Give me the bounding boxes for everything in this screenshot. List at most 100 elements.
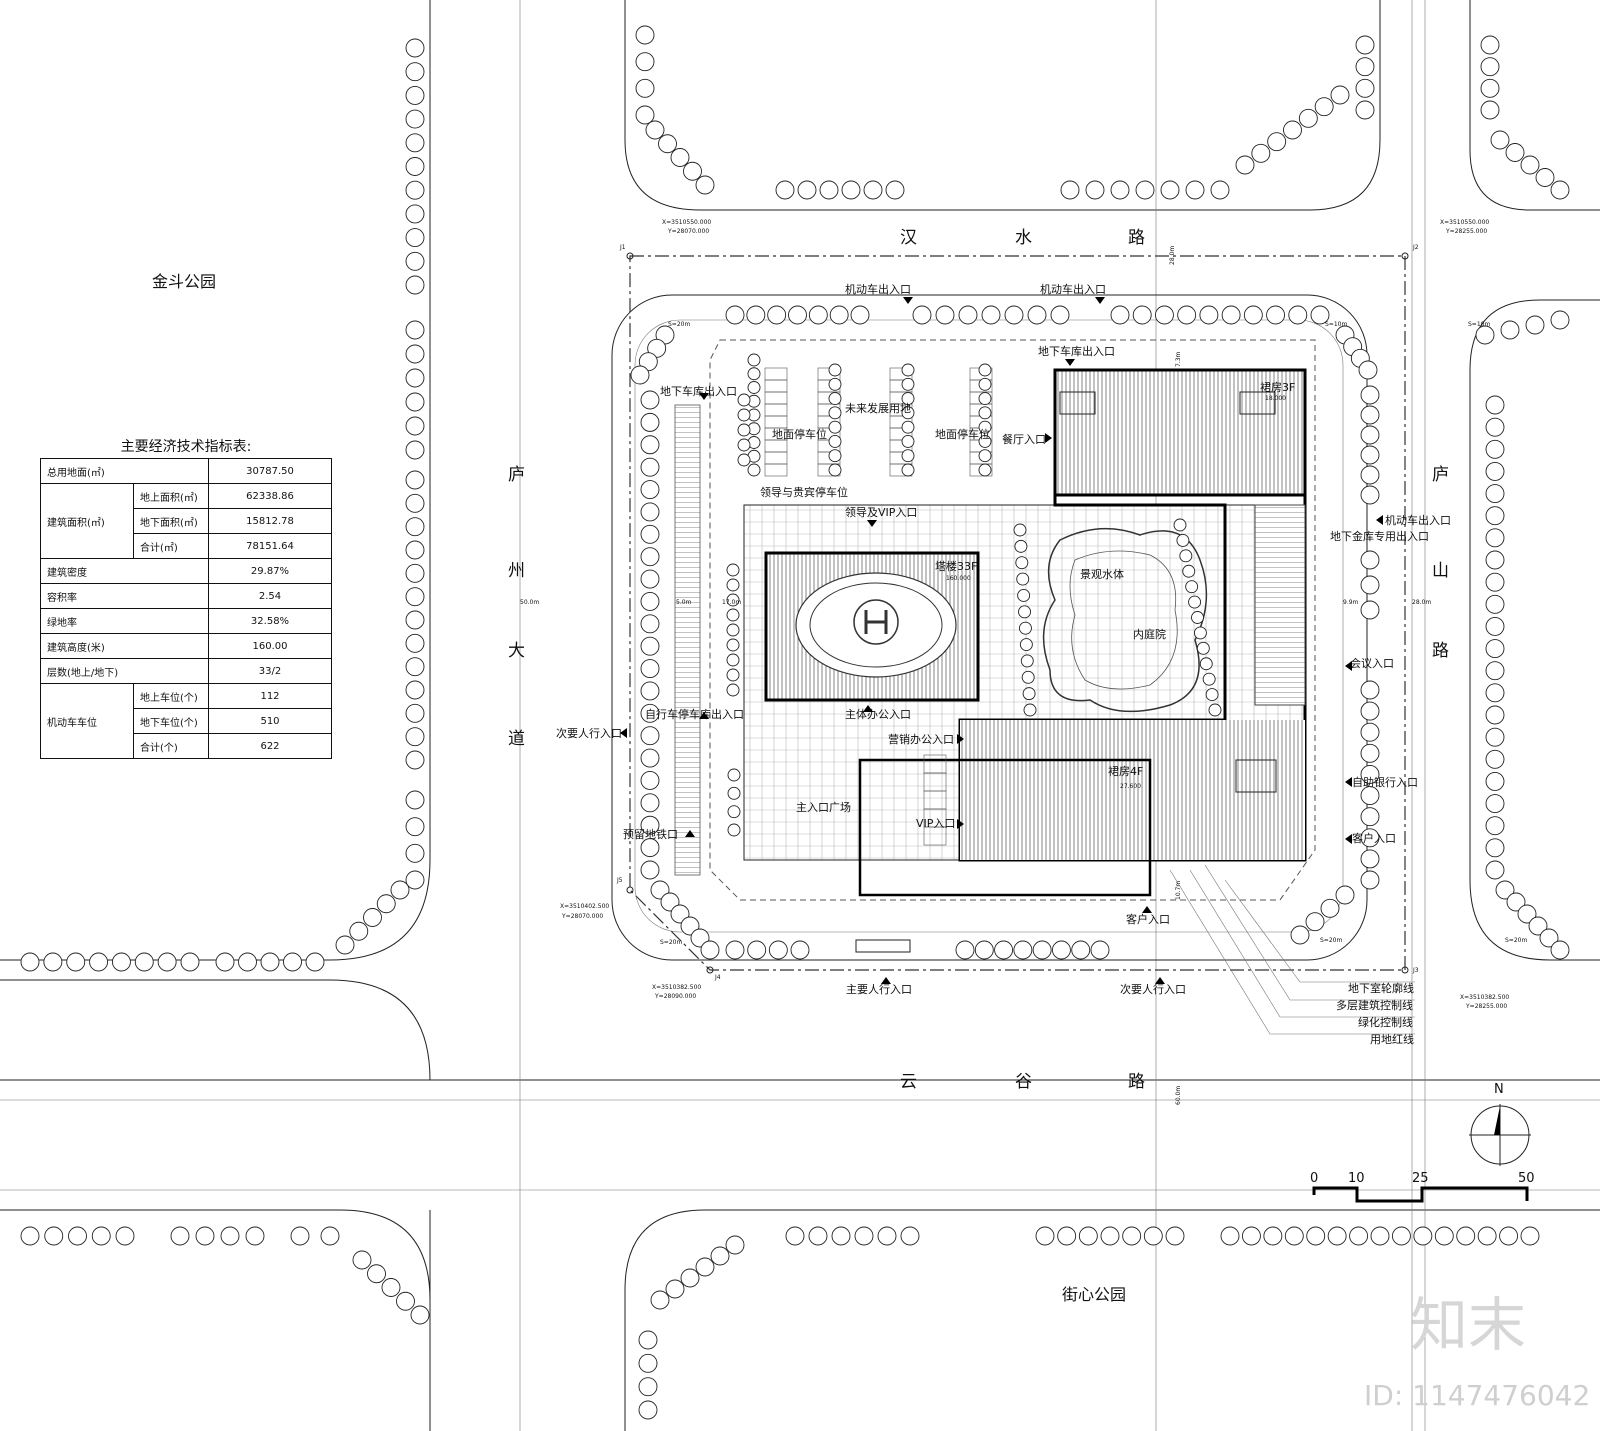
tree-250 — [1220, 1226, 1240, 1246]
tree-331 — [1018, 605, 1031, 619]
tree-98 — [808, 305, 828, 325]
tree-18 — [405, 493, 425, 513]
road-names: 汉 水 路 云 谷 路 庐 州 大 道 庐 山 路 金斗公园 街心公园 — [152, 228, 1451, 1304]
tree-101 — [912, 305, 932, 325]
dim-road-west: 50.0m — [520, 599, 539, 606]
tree-52 — [635, 25, 655, 45]
tree-293 — [828, 420, 842, 434]
tree-203 — [1485, 705, 1505, 725]
tree-168 — [747, 940, 767, 960]
tree-219 — [1525, 315, 1545, 335]
tree-324 — [726, 668, 740, 682]
tree-338 — [1173, 518, 1187, 532]
tree-330 — [1017, 589, 1031, 602]
courtyard-pond — [1042, 527, 1208, 713]
label-vehicle-exit-2: 机动车出入口 — [1040, 282, 1106, 296]
table-group-label: 机动车车位 — [40, 683, 134, 759]
tree-271 — [638, 1330, 658, 1350]
tree-238 — [808, 1226, 828, 1246]
label-vip-entry: 领导及VIP入口 — [845, 506, 917, 519]
label-vip2: VIP入口 — [916, 817, 955, 830]
tree-346 — [1196, 641, 1210, 655]
tree-207 — [1485, 794, 1505, 814]
tree-220 — [1550, 310, 1570, 330]
tree-306 — [978, 377, 992, 391]
tree-107 — [1050, 305, 1070, 325]
parking-stall-3 — [764, 403, 788, 417]
point-j3-id: J3 — [1412, 967, 1419, 974]
tree-309 — [978, 420, 992, 434]
tree-242 — [900, 1226, 920, 1246]
label-tower: 塔楼33F — [935, 559, 977, 573]
tree-180 — [1305, 912, 1325, 932]
tree-264 — [1520, 1226, 1540, 1246]
tree-46 — [180, 952, 200, 972]
arrow-10 — [1345, 834, 1352, 844]
tree-7 — [405, 204, 425, 224]
tree-145 — [640, 390, 660, 410]
tree-261 — [1456, 1226, 1476, 1246]
point-j4-id: J4 — [714, 974, 721, 981]
tree-267 — [695, 1257, 715, 1277]
tree-232 — [352, 1250, 372, 1270]
tree-99 — [829, 305, 849, 325]
tree-3 — [405, 109, 425, 129]
tree-258 — [1391, 1226, 1411, 1246]
tree-246 — [1100, 1226, 1120, 1246]
table-value: 622 — [208, 733, 332, 759]
parking-stall-1 — [764, 379, 788, 393]
tree-16 — [405, 440, 425, 460]
tree-26 — [405, 680, 425, 700]
point-j2-x: X=3510550.000 — [1440, 219, 1489, 226]
tree-201 — [1485, 661, 1505, 681]
tree-300 — [901, 406, 915, 420]
tree-197 — [1485, 572, 1505, 592]
tree-144 — [1360, 870, 1380, 890]
radius-nw: S=20m — [668, 321, 690, 328]
tree-39 — [20, 952, 40, 972]
tree-254 — [1306, 1226, 1326, 1246]
tree-151 — [640, 524, 660, 544]
tree-79 — [1314, 97, 1334, 117]
table-value: 30787.50 — [208, 458, 332, 484]
tree-121 — [630, 365, 650, 385]
tree-308 — [978, 406, 992, 420]
tree-319 — [726, 593, 740, 607]
point-j5-x: X=3510402.500 — [560, 903, 609, 910]
label-courtyard: 内庭院 — [1133, 627, 1166, 641]
label-water: 景观水体 — [1080, 567, 1124, 581]
dim-3: 5.0m — [676, 599, 692, 606]
label-podium3: 裙房3F — [1260, 381, 1295, 394]
tree-171 — [955, 940, 975, 960]
tree-230 — [290, 1226, 310, 1246]
tree-303 — [901, 449, 915, 463]
tree-141 — [1360, 807, 1380, 827]
tree-22 — [405, 587, 425, 607]
scale-bar: 0 10 25 50 — [1310, 1171, 1535, 1203]
tree-240 — [854, 1226, 874, 1246]
tree-139 — [1360, 764, 1380, 784]
tree-167 — [725, 940, 745, 960]
label-secondary-ped-s: 次要人行入口 — [1120, 982, 1186, 996]
tree-173 — [994, 940, 1014, 960]
tree-156 — [640, 636, 660, 656]
table-value: 32.58% — [208, 608, 332, 634]
parking-stall-4 — [764, 415, 788, 429]
label-parking-w: 地面停车位 — [772, 427, 827, 441]
tree-77 — [1283, 120, 1302, 140]
tree-44 — [134, 952, 154, 972]
tree-175 — [1032, 940, 1052, 960]
tree-244 — [1057, 1226, 1077, 1246]
tree-318 — [726, 578, 740, 592]
tree-161 — [640, 748, 660, 768]
table-row: 总用地面(㎡)30787.50 — [40, 458, 332, 484]
tree-126 — [1360, 385, 1380, 405]
tree-135 — [1360, 680, 1380, 700]
road-east-1: 庐 — [1432, 465, 1451, 485]
table-sub-label: 地下车位(个) — [133, 708, 209, 734]
tree-288 — [737, 453, 751, 467]
tree-137 — [1360, 722, 1380, 742]
tree-30 — [405, 790, 425, 810]
